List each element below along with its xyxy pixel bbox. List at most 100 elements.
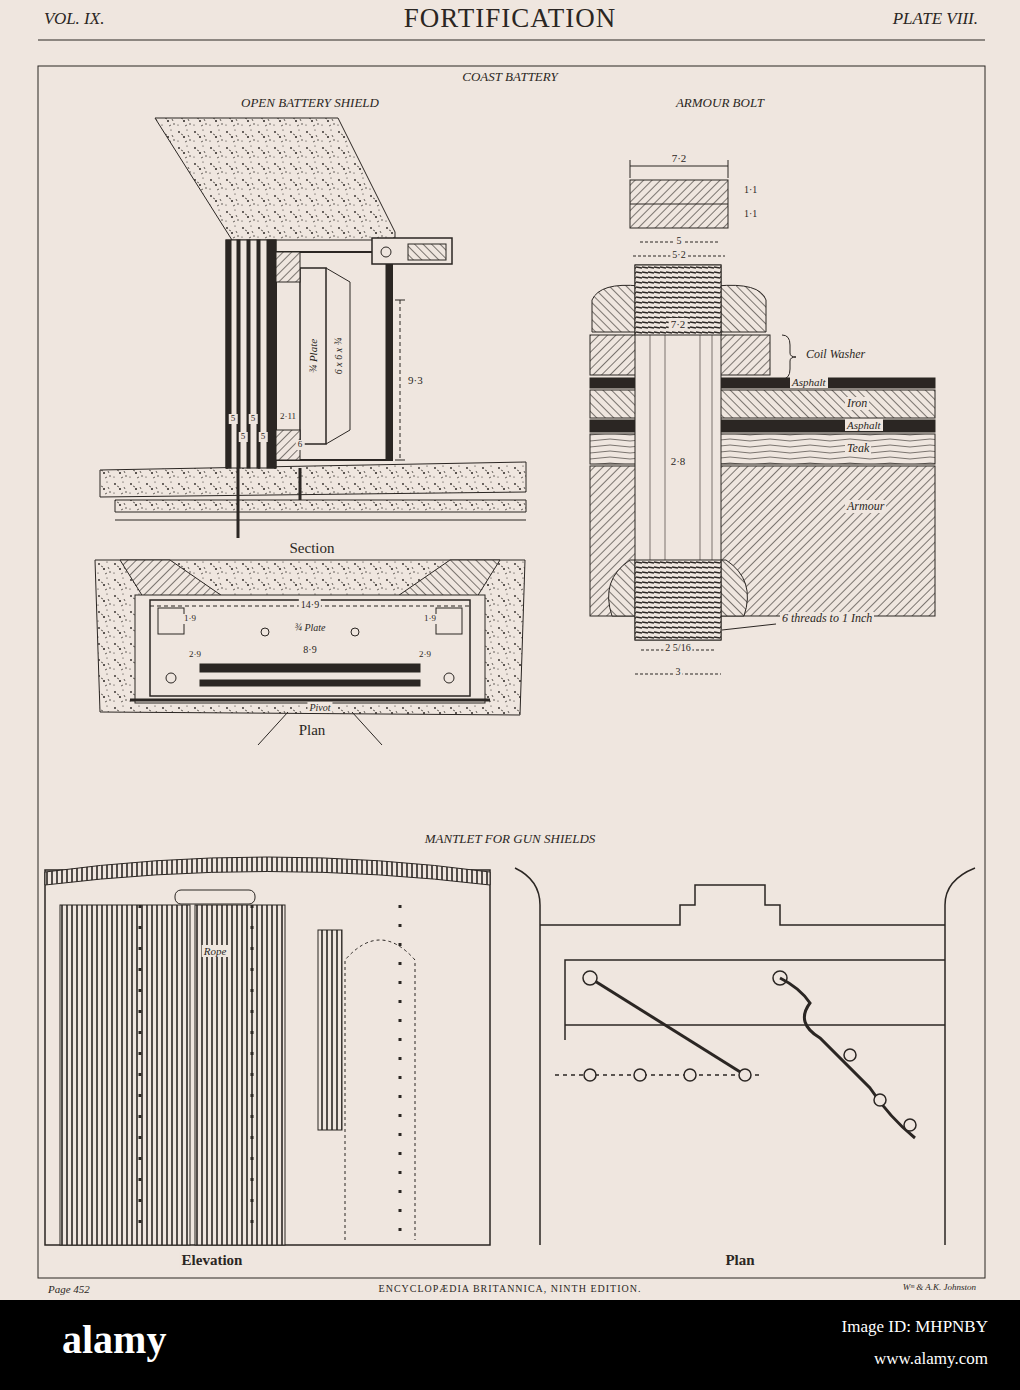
plate-frame — [38, 40, 985, 1278]
armour-bolt-part — [630, 166, 728, 167]
dimension-label: 14·9 — [299, 599, 321, 610]
mantlet-elevation-part — [139, 905, 142, 1235]
dimension-label: 5 — [229, 414, 238, 424]
dimension-label: www.alamy.com — [872, 1350, 990, 1369]
shield-plan-part — [351, 628, 359, 636]
dimension-label: 1·1 — [742, 184, 759, 195]
dimension-label: Image ID: MHPNBY — [840, 1318, 990, 1337]
plate-heading: MANTLET FOR GUN SHIELDS — [423, 832, 598, 846]
mantlet-elevation — [45, 857, 490, 1245]
dimension-label: Iron — [845, 397, 869, 410]
shield-section-part — [226, 240, 276, 468]
plate-heading: Elevation — [180, 1252, 245, 1269]
shield-section-part — [155, 118, 395, 240]
armour-bolt-part — [635, 265, 721, 335]
mantlet-plan-part-part — [684, 1069, 696, 1081]
plate-frame-part — [38, 40, 985, 41]
armour-bolt-part — [630, 204, 728, 205]
dimension-label: ¾ Plate — [307, 337, 319, 375]
mantlet-plan-part — [590, 978, 745, 1075]
shield-plan — [95, 560, 525, 745]
shield-plan-part — [258, 712, 288, 745]
mantlet-plan-part-part — [874, 1094, 886, 1106]
dimension-label: 1·9 — [422, 614, 438, 624]
mantlet-elevation-part — [195, 905, 285, 1245]
dimension-label: 6 x 6 x ¾ — [333, 336, 344, 376]
plate-heading: COAST BATTERY — [460, 70, 559, 84]
dimension-label: ¾ Plate — [292, 622, 327, 633]
armour-bolt-part — [712, 335, 713, 560]
shield-section-part — [226, 240, 231, 468]
dimension-label: 2·11 — [278, 412, 298, 422]
shield-section-part — [300, 268, 326, 444]
plate-heading: Wᵐ & A.K. Johnston — [901, 1283, 978, 1293]
shield-section-part — [100, 462, 526, 497]
shield-section-part — [372, 238, 452, 264]
armour-bolt-part — [630, 180, 728, 228]
plate-title: FORTIFICATION — [402, 4, 618, 34]
mantlet-plan-part — [780, 978, 915, 1138]
dimension-label: 5 — [675, 235, 684, 246]
shield-plan-part — [150, 600, 470, 696]
mantlet-elevation-part — [251, 905, 254, 1235]
shield-section-part — [115, 520, 526, 521]
plate-heading: ENCYCLOPÆDIA BRITANNICA, NINTH EDITION. — [377, 1283, 644, 1294]
mantlet-plan-part — [565, 1024, 945, 1026]
plate-heading: Section — [288, 540, 337, 557]
armour-bolt-part — [635, 265, 721, 640]
shield-section-part — [395, 460, 405, 461]
dimension-label: Teak — [845, 442, 871, 455]
shield-section-part — [276, 252, 300, 282]
dimension-label: 7·2 — [670, 152, 689, 164]
shield-plan-part — [200, 680, 420, 686]
shield-plan-part — [166, 673, 176, 683]
armour-bolt-part — [728, 160, 729, 178]
mantlet-plan-part — [584, 1049, 916, 1131]
mantlet-plan-part — [583, 971, 597, 985]
mantlet-plan-part — [565, 960, 945, 1040]
shield-plan-part — [352, 712, 382, 745]
shield-section-part — [276, 252, 392, 460]
shield-plan-part — [158, 608, 184, 634]
dimension-label: 8·9 — [301, 644, 318, 655]
plate-heading: OPEN BATTERY SHIELD — [239, 96, 381, 110]
shield-section-part — [115, 500, 526, 512]
armour-bolt-part — [635, 560, 721, 640]
mantlet-elevation-part — [45, 857, 490, 885]
dimension-label: alamy — [60, 1318, 168, 1362]
dimension-label: 1·1 — [742, 208, 759, 219]
dimension-label: Armour — [845, 500, 886, 513]
armour-bolt-part — [650, 335, 651, 560]
dimension-label: Rope — [202, 945, 229, 957]
dimension-label: 6 threads to 1 Inch — [780, 612, 874, 625]
shield-plan-part — [135, 595, 485, 703]
shield-section-part — [395, 300, 405, 301]
shield-section-part — [386, 252, 392, 460]
dimension-label: 3 — [674, 666, 683, 677]
dimension-label: 2·8 — [669, 455, 688, 467]
mantlet-plan-part — [945, 868, 975, 1245]
shield-plan-part — [200, 664, 420, 672]
dimension-label: 5 — [249, 414, 258, 424]
mantlet-plan-part-part — [584, 1069, 596, 1081]
plate-frame-part — [38, 66, 985, 1278]
armour-bolt-part — [630, 160, 631, 178]
shield-section-part — [247, 240, 250, 468]
mantlet-plan-part — [540, 885, 945, 925]
dimension-label: Coil Washer — [804, 348, 867, 361]
mantlet-plan-part-part — [904, 1119, 916, 1131]
dimension-label: 7·2 — [669, 318, 688, 330]
shield-plan-part — [261, 628, 269, 636]
dimension-label: 2 5/16 — [663, 642, 692, 653]
shield-plan-part — [95, 560, 525, 715]
dimension-label: 6 — [296, 440, 305, 450]
plate-heading: PLATE VIII. — [891, 10, 980, 29]
shield-section-part — [408, 244, 446, 260]
dimension-label: Pivot — [307, 702, 332, 713]
dimension-label: Asphalt — [845, 419, 883, 431]
dimension-label: 2·9 — [417, 650, 433, 660]
mantlet-plan — [515, 868, 975, 1245]
plate-heading: Plan — [723, 1252, 756, 1269]
shield-section-part — [237, 468, 240, 538]
